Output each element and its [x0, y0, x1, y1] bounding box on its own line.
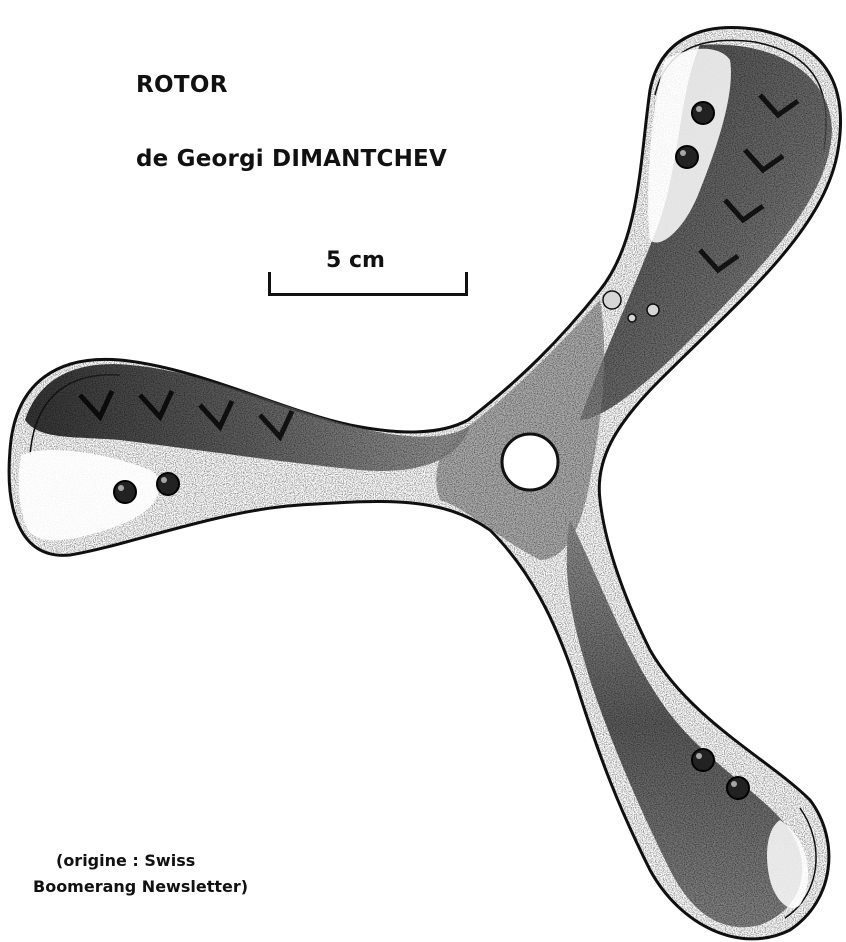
upper-arm-chevrons	[698, 93, 800, 274]
scale-bar	[268, 272, 468, 296]
lower-tip-highlight	[767, 820, 809, 909]
left-arm-chevrons	[78, 389, 295, 442]
source-credit-line-2: Boomerang Newsletter)	[33, 877, 249, 896]
source-credit-line-1: (origine : Swiss	[56, 851, 196, 870]
designer-credit: de Georgi DIMANTCHEV	[136, 146, 447, 172]
scale-label: 5 cm	[326, 248, 385, 273]
illustration-title: ROTOR	[136, 72, 228, 98]
left-tip-highlight	[18, 450, 160, 541]
center-hole	[500, 432, 560, 492]
hub-bubbles	[602, 290, 660, 323]
